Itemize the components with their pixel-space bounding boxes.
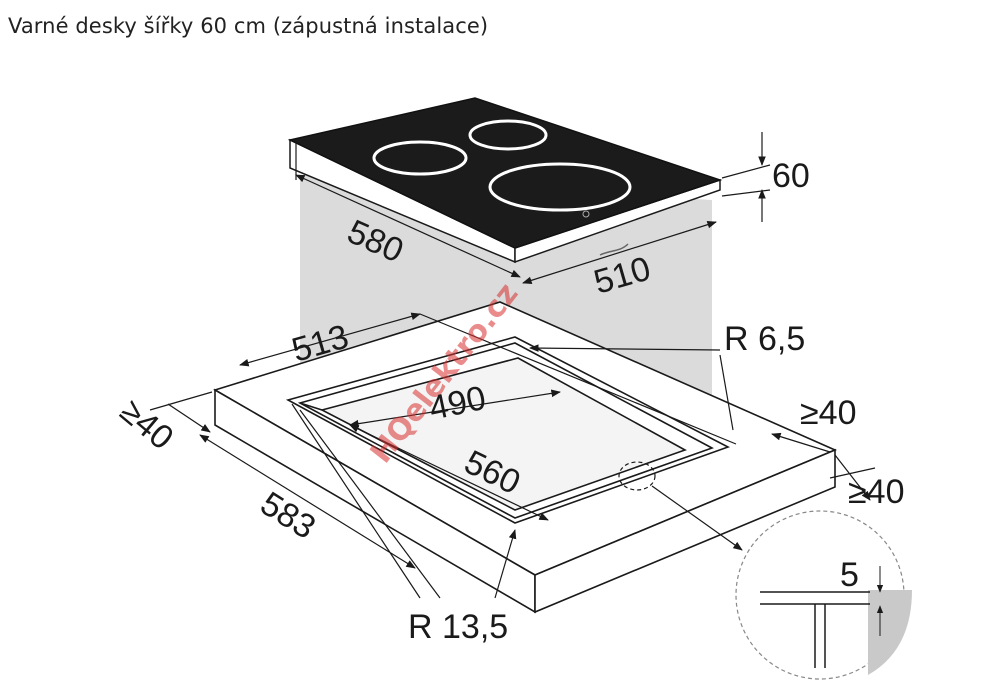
- dim-outer-length: 583: [254, 485, 322, 547]
- cooking-zone-medium: [372, 140, 468, 176]
- cooking-zone-small: [468, 119, 548, 151]
- dim-side-left: ≥40: [113, 392, 181, 457]
- dim-side-right-top: ≥40: [800, 394, 856, 432]
- dimension-lines: [149, 132, 876, 599]
- dim-height: 60: [772, 157, 810, 195]
- detail-view: [735, 510, 912, 680]
- diagram-title: Varné desky šířky 60 cm (zápustná instal…: [8, 14, 489, 38]
- dim-side-right-bottom: ≥40: [848, 473, 904, 511]
- dim-detail-step: 5: [840, 556, 859, 594]
- dim-radius-small: R 6,5: [724, 320, 805, 358]
- detail-worktop-section: [868, 590, 912, 675]
- control-mark: [582, 210, 590, 218]
- cutout-side-wall: [299, 402, 323, 411]
- dim-radius-large: R 13,5: [408, 608, 508, 646]
- worktop-front-right: [534, 448, 836, 614]
